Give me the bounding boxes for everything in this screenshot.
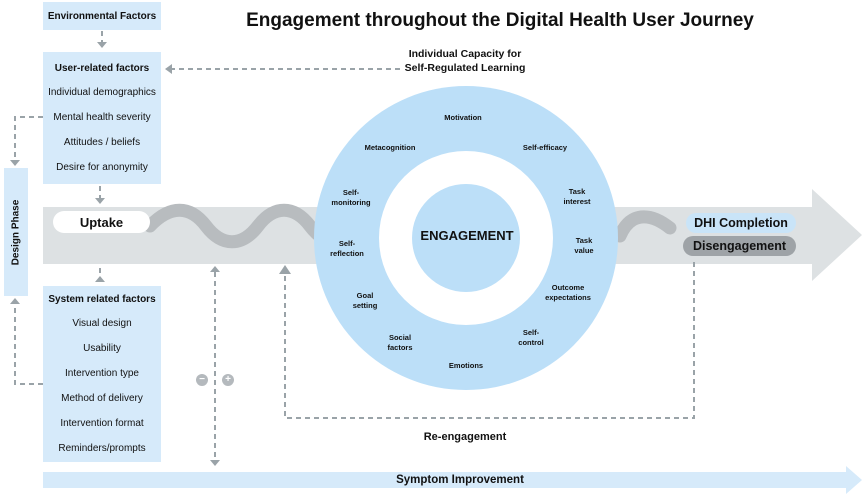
system-factor-item: Intervention type	[65, 368, 139, 379]
capacity-label: Individual Capacity for Self-Regulated L…	[372, 47, 558, 75]
dhi-completion-pill: DHI Completion	[686, 213, 796, 233]
system-factor-item: Intervention format	[60, 418, 144, 429]
ring-label-self-monitoring: Self- monitoring	[331, 188, 371, 207]
page-title: Engagement throughout the Digital Health…	[246, 10, 754, 31]
ring-label-outcome-expectations: Outcome expectations	[545, 283, 591, 302]
user-factors-header: User-related factors	[54, 62, 150, 74]
system-factors-header: System related factors	[48, 293, 156, 305]
system-factor-item: Reminders/prompts	[58, 443, 146, 454]
system-factor-item: Visual design	[72, 318, 132, 329]
ring-label-metacognition: Metacognition	[364, 143, 416, 152]
ring-label-task-value: Task value	[574, 236, 594, 255]
ring-label-social-factors: Social factors	[387, 333, 413, 352]
ring-label-task-interest: Task interest	[563, 187, 591, 206]
symptom-improvement-label: Symptom Improvement	[396, 474, 524, 486]
capacity-line1: Individual Capacity for	[408, 48, 522, 60]
re-engagement-label: Re-engagement	[423, 431, 507, 443]
user-factor-item: Individual demographics	[48, 87, 156, 98]
ring-label-self-efficacy: Self-efficacy	[522, 143, 568, 152]
user-factor-item: Attitudes / beliefs	[63, 137, 141, 148]
user-factors-box: User-related factors Individual demograp…	[43, 52, 161, 184]
design-phase-box: Design Phase	[4, 168, 28, 296]
plus-icon: +	[222, 374, 234, 386]
ring-label-self-reflection: Self- reflection	[330, 239, 364, 258]
ring-label-emotions: Emotions	[448, 361, 484, 370]
ring-label-motivation: Motivation	[444, 113, 482, 122]
symptom-arrow	[43, 466, 862, 494]
user-factor-item: Desire for anonymity	[56, 162, 148, 173]
ring-label-self-control: Self- control	[518, 328, 544, 347]
engagement-core	[412, 184, 520, 292]
system-factors-box: System related factors Visual design Usa…	[43, 286, 161, 462]
design-phase-label: Design Phase	[10, 199, 22, 265]
disengagement-pill: Disengagement	[683, 236, 796, 256]
system-factor-item: Usability	[83, 343, 121, 354]
environmental-factors-box: Environmental Factors	[43, 2, 161, 30]
system-factor-item: Method of delivery	[61, 393, 143, 404]
ring-label-goal-setting: Goal setting	[352, 291, 378, 310]
uptake-pill: Uptake	[53, 211, 150, 233]
capacity-line2: Self-Regulated Learning	[404, 62, 526, 74]
user-factor-item: Mental health severity	[53, 112, 151, 123]
minus-icon: −	[196, 374, 208, 386]
engagement-label: ENGAGEMENT	[420, 228, 514, 243]
